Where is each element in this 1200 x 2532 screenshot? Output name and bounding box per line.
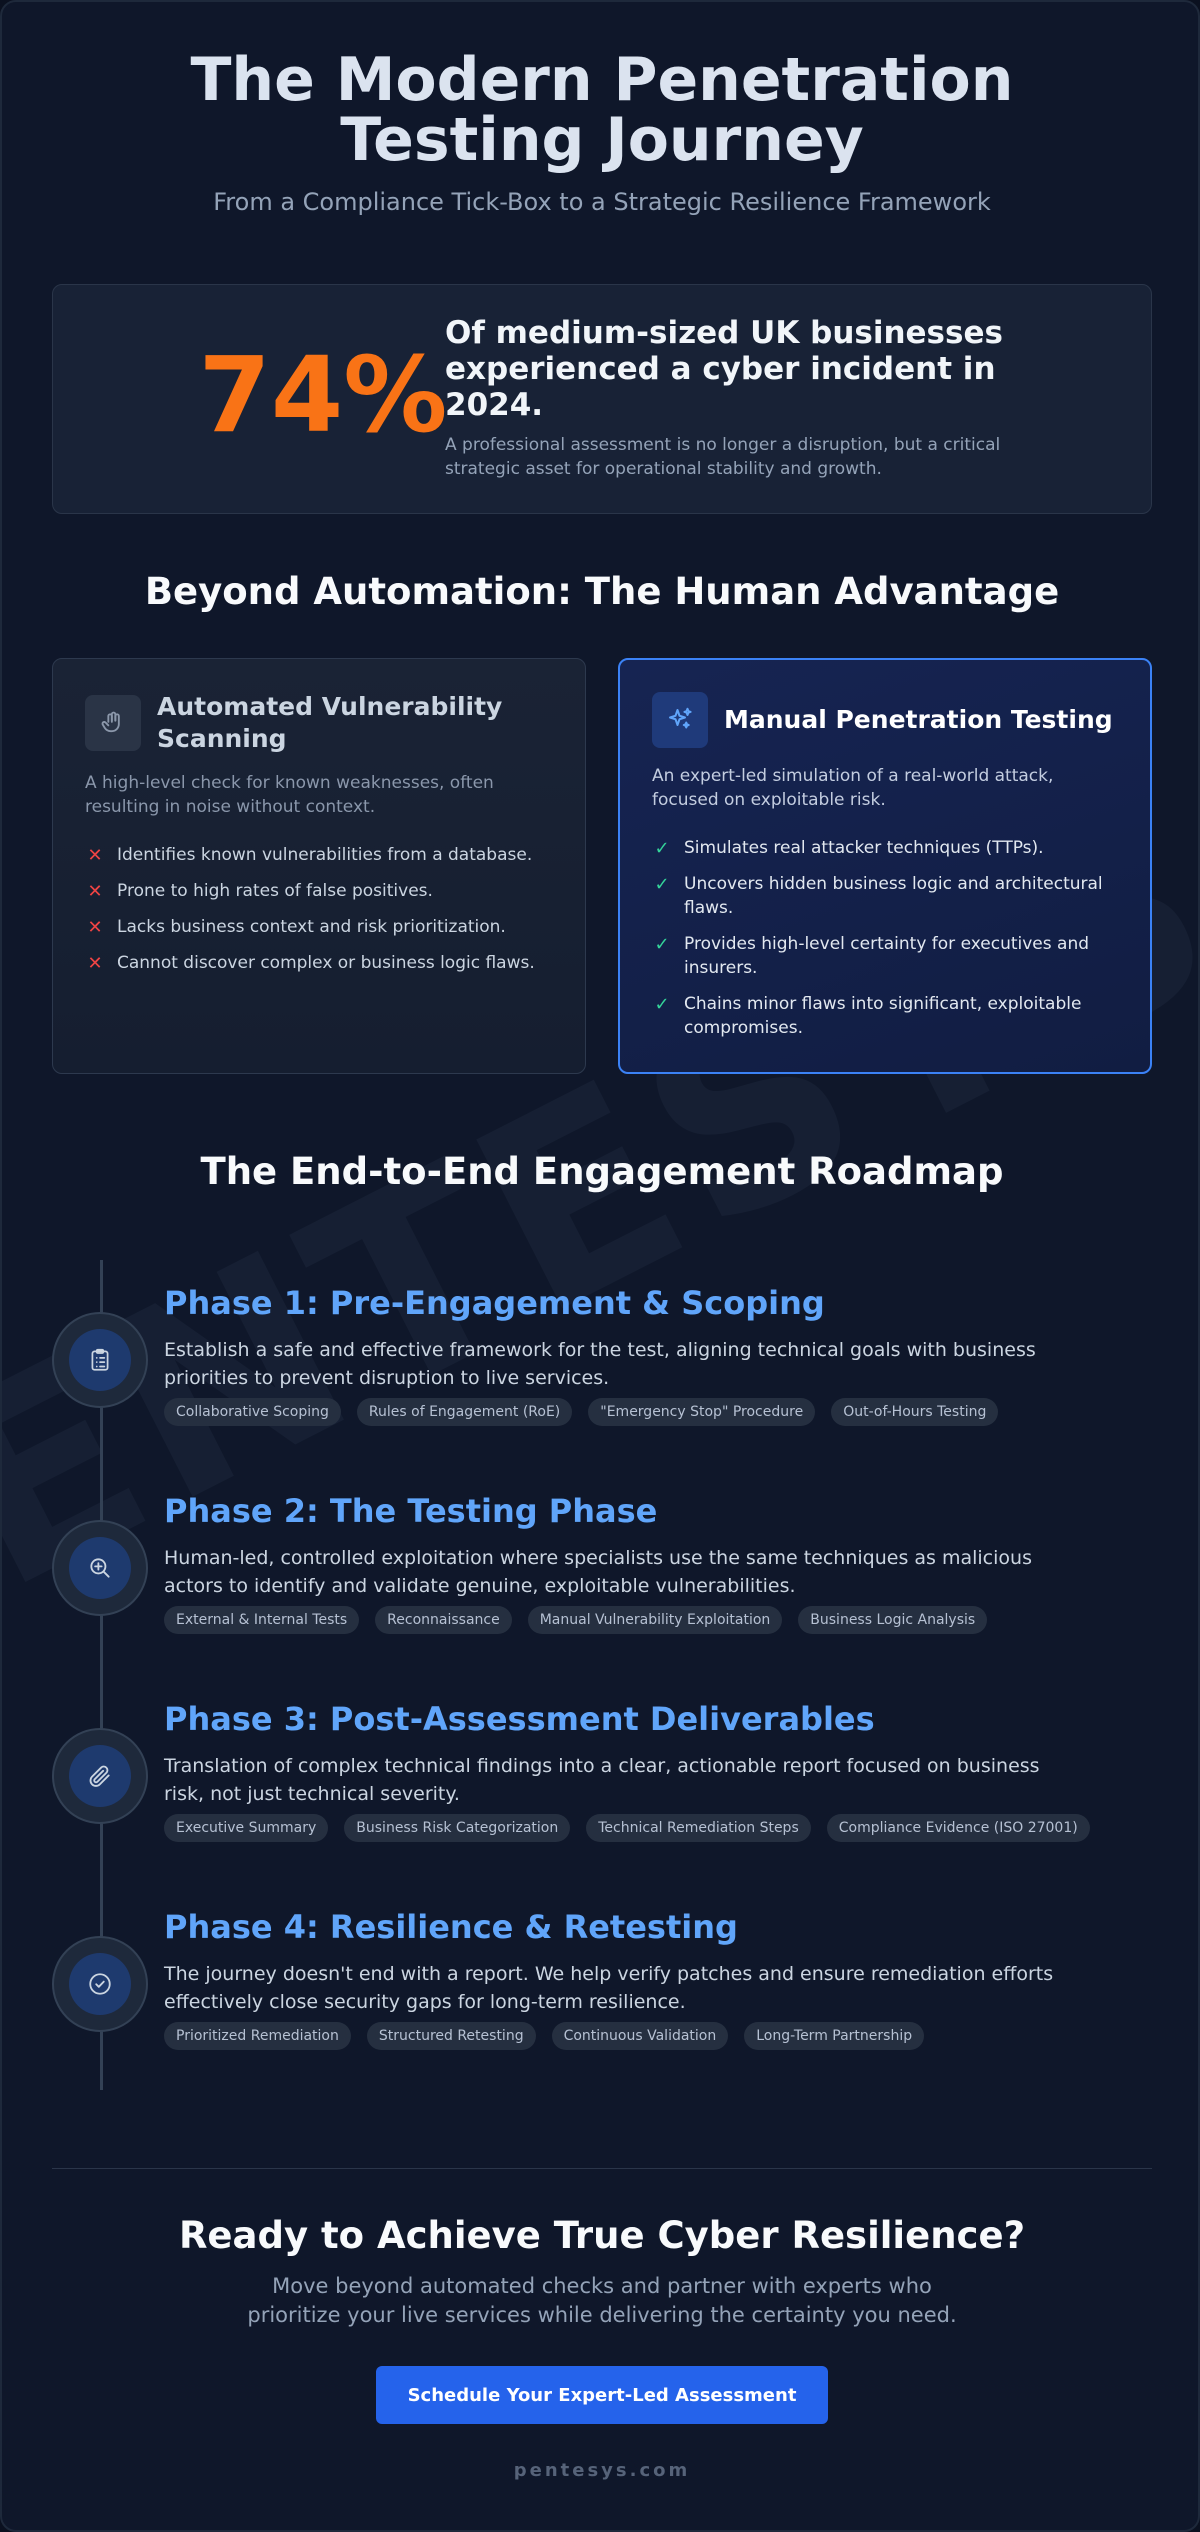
list-item-text: Prone to high rates of false positives.: [117, 881, 433, 901]
phase-node: [52, 1728, 148, 1824]
phase-step: Phase 2: The Testing Phase Human-led, co…: [52, 1492, 1152, 1652]
list-item-text: Identifies known vulnerabilities from a …: [117, 845, 533, 865]
paperclip-icon: [69, 1745, 131, 1807]
zoom-in-icon: [69, 1537, 131, 1599]
list-item: ✓ Chains minor flaws into significant, ex…: [652, 992, 1122, 1040]
phase-node: [52, 1520, 148, 1616]
section-divider: [52, 2168, 1152, 2169]
cta-description: Move beyond automated checks and partner…: [247, 2274, 957, 2327]
phase-tag: Technical Remediation Steps: [586, 1814, 811, 1842]
phase-node: [52, 1936, 148, 2032]
automated-scanning-card: Automated Vulnerability Scanning A high-…: [52, 658, 586, 1074]
phase-node: [52, 1312, 148, 1408]
statistic-value: 74%: [198, 334, 448, 456]
phase-tag: Compliance Evidence (ISO 27001): [826, 1814, 1090, 1842]
manual-benefits-list: ✓ Simulates real attacker techniques (TTP…: [652, 836, 1122, 1052]
x-icon: ✕: [87, 917, 103, 938]
phase-tag: Manual Vulnerability Exploitation: [527, 1606, 783, 1634]
automated-card-title: Automated Vulnerability Scanning: [157, 692, 503, 753]
phase-tag: Structured Retesting: [366, 2022, 536, 2050]
schedule-assessment-button[interactable]: Schedule Your Expert-Led Assessment: [376, 2366, 828, 2424]
phase-title: Phase 2: The Testing Phase: [164, 1492, 658, 1530]
list-item: ✓ Provides high-level certainty for execu…: [652, 932, 1122, 980]
phase-step: Phase 4: Resilience & Retesting The jour…: [52, 1908, 1152, 2068]
phase-tag: Prioritized Remediation: [164, 2022, 351, 2050]
phase-tag: Business Risk Categorization: [344, 1814, 571, 1842]
list-item-text: Chains minor flaws into significant, exp…: [684, 994, 1082, 1038]
statistic-card: 74% Of medium-sized UK businesses experi…: [52, 284, 1152, 514]
comparison-title: Beyond Automation: The Human Advantage: [144, 570, 1060, 613]
phase-title: Phase 3: Post-Assessment Deliverables: [164, 1700, 875, 1738]
statistic-description: A professional assessment is no longer a…: [445, 435, 1001, 479]
manual-testing-card: Manual Penetration Testing An expert-led…: [618, 658, 1152, 1074]
automated-card-description: A high-level check for known weaknesses,…: [85, 773, 494, 817]
check-icon: ✓: [654, 934, 670, 955]
clipboard-icon: [69, 1329, 131, 1391]
page-subtitle: From a Compliance Tick-Box to a Strategi…: [213, 188, 991, 216]
check-icon: ✓: [654, 838, 670, 859]
x-icon: ✕: [87, 845, 103, 866]
list-item-text: Simulates real attacker techniques (TTPs…: [684, 838, 1044, 858]
phase-tag: Business Logic Analysis: [798, 1606, 988, 1634]
check-icon: ✓: [654, 874, 670, 895]
phase-title: Phase 4: Resilience & Retesting: [164, 1908, 738, 1946]
statistic-headline: Of medium-sized UK businesses experience…: [445, 315, 1003, 423]
phase-description: Human-led, controlled exploitation where…: [164, 1547, 1032, 1597]
footer-brand: pentesys.com: [513, 2460, 691, 2481]
phase-tags: Collaborative Scoping Rules of Engagemen…: [164, 1398, 999, 1426]
phase-tag: Long-Term Partnership: [744, 2022, 925, 2050]
list-item: ✕ Lacks business context and risk priorit…: [85, 915, 555, 939]
phase-title: Phase 1: Pre-Engagement & Scoping: [164, 1284, 825, 1322]
page-title: The Modern Penetration Testing Journey: [190, 45, 1014, 175]
phase-tag: External & Internal Tests: [164, 1606, 360, 1634]
list-item: ✕ Prone to high rates of false positives.: [85, 879, 555, 903]
sparkles-icon: [652, 692, 708, 748]
phase-description: Translation of complex technical finding…: [164, 1755, 1040, 1805]
hand-icon: [85, 695, 141, 751]
phase-tags: Executive Summary Business Risk Categori…: [164, 1814, 1090, 1842]
phase-step: Phase 1: Pre-Engagement & Scoping Establ…: [52, 1284, 1152, 1444]
manual-card-description: An expert-led simulation of a real-world…: [652, 766, 1054, 810]
list-item-text: Lacks business context and risk prioriti…: [117, 917, 506, 937]
phase-tag: Reconnaissance: [375, 1606, 512, 1634]
cta-title: Ready to Achieve True Cyber Resilience?: [178, 2214, 1026, 2257]
check-icon: ✓: [654, 994, 670, 1015]
phase-step: Phase 3: Post-Assessment Deliverables Tr…: [52, 1700, 1152, 1860]
phase-tag: "Emergency Stop" Procedure: [588, 1398, 816, 1426]
roadmap-title: The End-to-End Engagement Roadmap: [200, 1150, 1004, 1193]
timeline-line: [100, 1260, 103, 2090]
list-item-text: Cannot discover complex or business logi…: [117, 953, 535, 973]
phase-tags: External & Internal Tests Reconnaissance…: [164, 1606, 988, 1634]
list-item: ✕ Identifies known vulnerabilities from a…: [85, 843, 555, 867]
list-item: ✕ Cannot discover complex or business log…: [85, 951, 555, 975]
phase-description: The journey doesn't end with a report. W…: [164, 1963, 1054, 2013]
check-circle-icon: [69, 1953, 131, 2015]
list-item: ✓ Uncovers hidden business logic and arch…: [652, 872, 1122, 920]
phase-tags: Prioritized Remediation Structured Retes…: [164, 2022, 925, 2050]
x-icon: ✕: [87, 881, 103, 902]
manual-card-title: Manual Penetration Testing: [724, 705, 1113, 734]
list-item: ✓ Simulates real attacker techniques (TTP…: [652, 836, 1122, 860]
phase-tag: Executive Summary: [164, 1814, 329, 1842]
phase-tag: Rules of Engagement (RoE): [356, 1398, 573, 1426]
phase-tag: Continuous Validation: [551, 2022, 729, 2050]
phase-tag: Out-of-Hours Testing: [831, 1398, 999, 1426]
phase-tag: Collaborative Scoping: [164, 1398, 341, 1426]
x-icon: ✕: [87, 953, 103, 974]
automated-limitations-list: ✕ Identifies known vulnerabilities from a…: [85, 843, 555, 987]
phase-description: Establish a safe and effective framework…: [164, 1339, 1036, 1389]
list-item-text: Uncovers hidden business logic and archi…: [684, 874, 1103, 918]
list-item-text: Provides high-level certainty for execut…: [684, 934, 1090, 978]
